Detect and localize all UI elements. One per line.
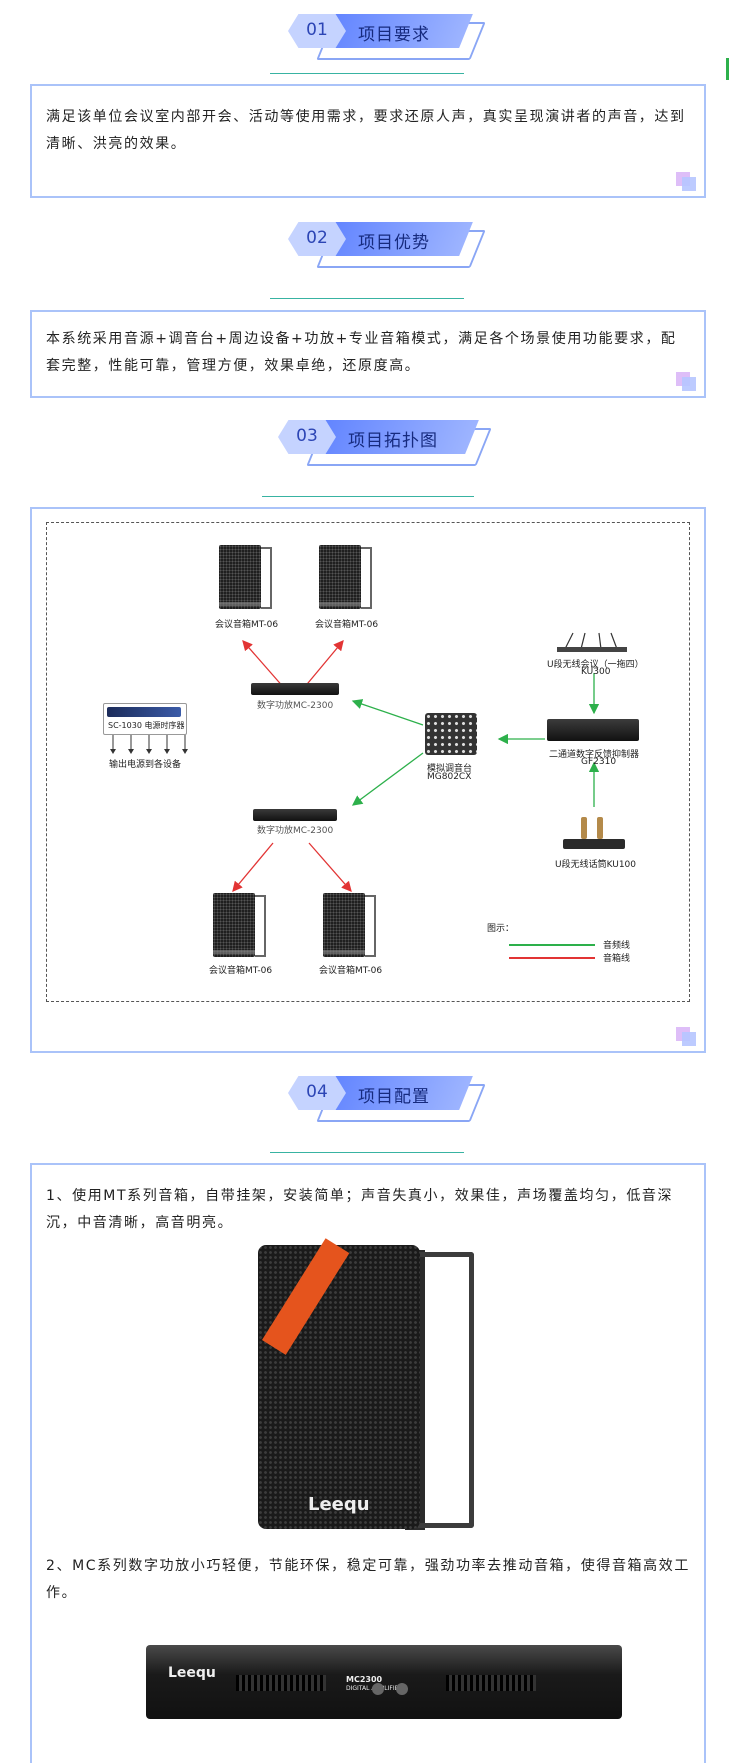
speaker-cable-line <box>232 842 274 892</box>
amplifier-label: 数字功放MC-2300 <box>257 701 334 711</box>
conference-mic-icon <box>555 631 629 653</box>
wireless-mic-icon <box>563 815 625 851</box>
requirements-text: 满足该单位会议室内部开会、活动等使用需求，要求还原人声，真实呈现演讲者的声音，达… <box>46 109 686 152</box>
speaker-icon <box>319 545 372 609</box>
section-number: 02 <box>306 228 328 248</box>
divider <box>270 73 464 74</box>
amp-brand-logo: Leequ <box>168 1665 216 1681</box>
sequencer-icon <box>107 707 181 717</box>
feedback-suppressor-icon <box>547 719 639 741</box>
conference-model: KU300 <box>581 667 611 677</box>
amp-knob-icon <box>372 1683 384 1695</box>
section-header-4: 04 项目配置 <box>288 1076 488 1122</box>
divider <box>270 1152 464 1153</box>
config-item-1: 1、使用MT系列音箱，自带挂架，安装简单；声音失真小，效果佳，声场覆盖均匀，低音… <box>46 1188 674 1231</box>
amplifier-label: 数字功放MC-2300 <box>257 826 334 836</box>
audio-cable-line <box>351 699 424 726</box>
legend-speaker-label: 音箱线 <box>603 954 631 964</box>
speaker-mount-frame <box>418 1252 474 1528</box>
amp-vent-right <box>446 1675 536 1691</box>
requirements-box: 满足该单位会议室内部开会、活动等使用需求，要求还原人声，真实呈现演讲者的声音，达… <box>30 84 706 198</box>
advantages-text: 本系统采用音源+调音台+周边设备+功放+专业音箱模式，满足各个场景使用功能要求，… <box>46 331 677 374</box>
section-number: 01 <box>306 20 328 40</box>
section-header-2: 02 项目优势 <box>288 222 488 268</box>
speaker-cable-line <box>302 640 344 690</box>
speaker-icon <box>213 893 266 957</box>
conference-name: U段无线会议（一拖四） <box>547 660 644 670</box>
speaker-cable-line <box>308 842 352 892</box>
corner-decoration <box>682 1032 696 1046</box>
amp-knob-icon <box>396 1683 408 1695</box>
speaker-label: 会议音箱MT-06 <box>215 620 279 630</box>
speaker-label: 会议音箱MT-06 <box>319 966 383 976</box>
feedback-name: 二通道数字反馈抑制器 <box>549 750 640 760</box>
corner-decoration <box>682 377 696 391</box>
mixer-icon <box>425 713 477 755</box>
sequencer-name: SC-1030 电源时序器 <box>108 721 185 730</box>
divider <box>262 496 474 497</box>
brand-logo: Leequ <box>308 1494 370 1515</box>
topology-box <box>30 507 706 1053</box>
advantages-box: 本系统采用音源+调音台+周边设备+功放+专业音箱模式，满足各个场景使用功能要求，… <box>30 310 706 398</box>
amplifier-icon <box>251 683 339 695</box>
corner-decoration <box>682 177 696 191</box>
section-title: 项目配置 <box>358 1087 430 1107</box>
section-header-3: 03 项目拓扑图 <box>278 420 492 466</box>
speaker-icon <box>323 893 376 957</box>
divider <box>270 298 464 299</box>
mic-name: U段无线话筒KU100 <box>555 860 637 870</box>
audio-cable-line <box>351 752 424 806</box>
legend-audio-swatch <box>509 944 595 946</box>
speaker-icon <box>219 545 272 609</box>
section-header-1: 01 项目要求 <box>288 14 488 60</box>
legend-title: 图示： <box>487 924 515 934</box>
amp-model-label: MC2300 <box>346 1675 383 1684</box>
section-title: 项目拓扑图 <box>348 431 438 451</box>
section-number: 04 <box>306 1082 328 1102</box>
mixer-model: MG802CX <box>427 772 472 782</box>
amp-vent-left <box>236 1675 326 1691</box>
sequencer-note: 输出电源到各设备 <box>109 760 182 770</box>
amplifier-icon <box>253 809 337 821</box>
config-item-2: 2、MC系列数字功放小巧轻便，节能环保，稳定可靠，强劲功率去推动音箱，使得音箱高… <box>46 1558 690 1601</box>
topology-diagram: 会议音箱MT-06 会议音箱MT-06 数字功放MC-2300 SC-1030 … <box>46 522 690 1002</box>
legend-speaker-swatch <box>509 957 595 959</box>
edge-marker <box>726 58 729 80</box>
mixer-name: 模拟调音台 <box>427 764 473 774</box>
section-title: 项目要求 <box>358 25 430 45</box>
section-number: 03 <box>296 426 318 446</box>
speaker-label: 会议音箱MT-06 <box>315 620 379 630</box>
speaker-product-image: Leequ <box>258 1245 420 1529</box>
connection-lines <box>110 640 600 892</box>
speaker-label: 会议音箱MT-06 <box>209 966 273 976</box>
feedback-model: GF2310 <box>581 757 617 767</box>
speaker-cable-line <box>242 640 286 690</box>
legend-audio-label: 音频线 <box>603 941 631 951</box>
power-sequencer: SC-1030 电源时序器 <box>103 703 187 735</box>
amplifier-product-image: Leequ MC2300 DIGITAL AMPLIFIER <box>146 1645 622 1719</box>
section-title: 项目优势 <box>358 233 430 253</box>
